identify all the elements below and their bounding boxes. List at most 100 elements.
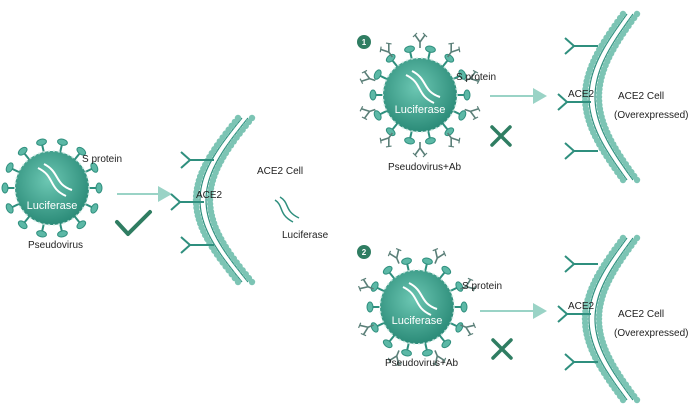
scenario-2-number: 2 <box>362 248 367 257</box>
ace2-receptor-icon <box>564 255 598 273</box>
s-protein-label: S protein <box>462 281 502 292</box>
antibody-icon <box>379 42 394 58</box>
ace2-cell-membrane-2 <box>581 234 641 404</box>
s-protein-label: S protein <box>82 154 122 165</box>
s-protein-spike <box>382 339 393 349</box>
s-protein-spike <box>373 69 382 80</box>
s-protein-spike <box>5 203 14 214</box>
antibody-icon <box>412 142 428 158</box>
s-protein-spike <box>1 182 9 194</box>
s-protein-spike <box>422 349 433 357</box>
scenario-1-badge <box>357 35 371 49</box>
s-protein-label: S protein <box>456 72 496 83</box>
s-protein-spike <box>76 220 87 230</box>
released-luciferase-label: Luciferase <box>282 230 329 241</box>
overexpressed-label: (Overexpressed) <box>614 328 688 339</box>
ace2-cell-label: ACE2 Cell <box>618 309 664 320</box>
s-protein-spike <box>57 230 68 238</box>
s-protein-spike <box>425 45 436 53</box>
ace2-receptor-icon <box>564 37 598 55</box>
s-protein-spike <box>401 349 412 357</box>
s-protein-spike <box>422 257 433 265</box>
ace2-receptor-label: ACE2 <box>568 89 595 100</box>
s-protein-spikes <box>1 138 103 238</box>
s-protein-spike <box>370 281 379 292</box>
s-protein-spike <box>57 138 68 146</box>
s-protein-spike <box>366 301 374 313</box>
ace2-receptor-icon <box>564 353 598 371</box>
ace2-receptor-icon <box>564 142 598 160</box>
released-luciferase-icon <box>274 196 300 223</box>
s-protein-spike <box>5 162 14 173</box>
s-protein-spike <box>463 89 471 101</box>
ace2-receptor-label: ACE2 <box>196 190 223 201</box>
antibody-icon <box>358 277 374 292</box>
antibody-icon <box>432 350 447 366</box>
s-protein-spike <box>441 339 452 349</box>
ace2-receptor-icon <box>180 236 214 254</box>
s-protein-spike <box>404 137 415 145</box>
antibody-icon <box>359 105 376 121</box>
antibody-icon <box>359 69 376 85</box>
s-protein-spike <box>425 137 436 145</box>
antibody-icon <box>379 132 394 148</box>
antibody-icon <box>387 248 402 264</box>
s-protein-spike <box>36 230 47 238</box>
s-protein-spike <box>90 203 99 214</box>
s-protein-spike <box>460 301 468 313</box>
ace2-receptor-label: ACE2 <box>568 301 595 312</box>
pseudovirus-ab-2: Luciferase <box>358 248 476 366</box>
antibody-icon <box>460 322 476 337</box>
s-protein-spike <box>36 138 47 146</box>
antibody-icon <box>387 350 402 366</box>
s-protein-spike <box>458 69 467 80</box>
s-protein-spike <box>401 257 412 265</box>
antibody-icon <box>432 248 447 264</box>
luciferase-inside-label: Luciferase <box>395 104 446 116</box>
s-protein-spike <box>404 45 415 53</box>
ace2-receptor-icon <box>557 305 591 323</box>
overexpressed-label: (Overexpressed) <box>614 110 688 121</box>
s-protein-spike <box>382 265 393 275</box>
s-protein-spike <box>455 322 464 333</box>
antibody-icon <box>358 322 374 337</box>
antibody-icon <box>446 42 461 58</box>
luciferase-inside-label: Luciferase <box>27 200 78 212</box>
s-protein-spike <box>370 322 379 333</box>
cross-icon <box>490 125 512 147</box>
pseudovirus-label: Pseudovirus <box>28 240 83 251</box>
ace2-receptors-2 <box>557 255 598 371</box>
scenario-2-badge <box>357 245 371 259</box>
ace2-receptor-icon <box>557 93 591 111</box>
scenario-1-number: 1 <box>362 38 367 47</box>
antibody-icon <box>464 105 481 121</box>
ace2-cell-membrane-1 <box>581 10 641 184</box>
s-protein-spike <box>373 110 382 121</box>
s-protein-spike <box>17 146 28 156</box>
ace2-cell-membrane-left <box>192 114 256 286</box>
s-protein-spike <box>441 265 452 275</box>
antibody-icon <box>412 32 428 48</box>
s-protein-spike <box>90 162 99 173</box>
s-protein-spike <box>76 146 87 156</box>
antibody-icon <box>460 277 476 292</box>
luciferase-inside-label: Luciferase <box>392 315 443 327</box>
antibody-icon <box>464 69 481 85</box>
antibody-icon <box>446 132 461 148</box>
s-protein-spike <box>458 110 467 121</box>
ace2-cell-label: ACE2 Cell <box>257 166 303 177</box>
cross-icon <box>491 338 513 360</box>
pseudovirus-ab-label: Pseudovirus+Ab <box>385 358 459 369</box>
s-protein-spike <box>17 220 28 230</box>
ace2-cell-label: ACE2 Cell <box>618 91 664 102</box>
s-protein-spike <box>369 89 377 101</box>
check-mark-icon <box>115 210 152 236</box>
ace2-receptor-icon <box>180 151 214 169</box>
s-protein-spike <box>95 182 103 194</box>
pseudovirus-left: Luciferase <box>1 138 103 238</box>
ace2-receptors-left <box>170 151 214 254</box>
ace2-receptors-1 <box>557 37 598 160</box>
ace2-receptor-icon <box>170 193 204 211</box>
pseudovirus-ab-label: Pseudovirus+Ab <box>388 162 462 173</box>
